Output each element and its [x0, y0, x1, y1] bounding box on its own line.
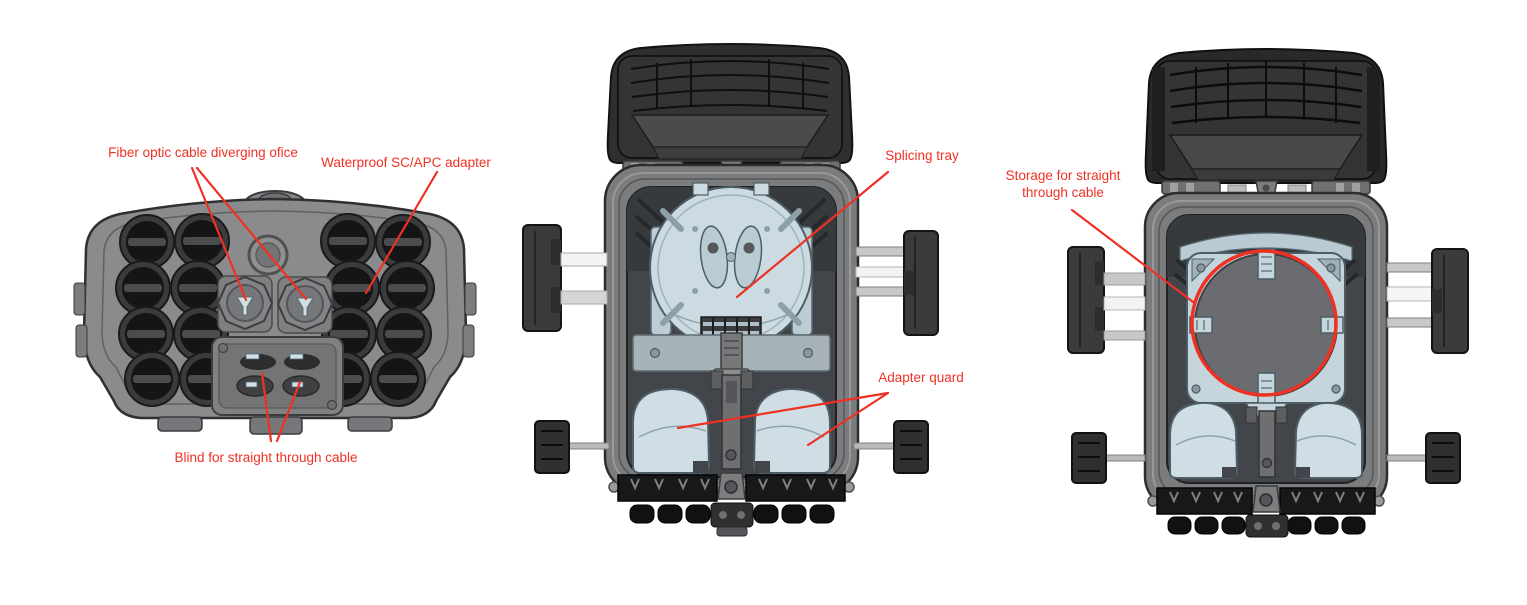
center-post — [1245, 406, 1288, 478]
closure-bottom-view-illustration — [73, 190, 477, 435]
open-lid — [1144, 48, 1388, 184]
adapter-guard-right — [1293, 401, 1363, 479]
label-storage-straight-through-cable: Storage for straight through cable — [1005, 168, 1121, 201]
label-adapter-guard: Adapter quard — [878, 370, 964, 385]
mount-bracket-lower-right — [1386, 432, 1461, 484]
adapter-guard-left — [1169, 401, 1239, 479]
label-splicing-tray: Splicing tray — [885, 148, 959, 163]
adapter-port-array — [115, 213, 435, 407]
center-port-hole — [247, 234, 289, 276]
mount-bracket-lower-right — [853, 420, 929, 474]
cable-gland-right — [276, 276, 334, 334]
mount-bracket-upper-right — [1386, 248, 1469, 354]
mount-bracket-upper-right — [855, 230, 939, 336]
closure-storage-view-illustration — [1067, 48, 1469, 538]
mount-bracket-upper-left — [1067, 246, 1146, 354]
label-blind-straight-through-cable: Blind for straight through cable — [174, 450, 358, 465]
bottom-cable-combs — [608, 472, 855, 537]
storage-plate — [1186, 248, 1346, 417]
adapter-guard-right — [752, 388, 831, 474]
mount-bracket-lower-left — [534, 420, 610, 474]
mount-bracket-lower-left — [1071, 432, 1146, 484]
open-lid — [606, 43, 854, 164]
blind-panel — [211, 336, 344, 416]
bottom-cable-combs — [1147, 485, 1385, 538]
mount-bracket-upper-left — [522, 224, 608, 332]
tray-shelf — [632, 332, 831, 379]
label-fiber-optic-diverging-office: Fiber optic cable diverging ofice — [108, 145, 298, 160]
adapter-guard-left — [632, 388, 711, 474]
closure-open-view-illustration — [522, 43, 939, 537]
label-waterproof-adapter: Waterproof SC/APC adapter — [321, 155, 491, 170]
cable-gland-left — [216, 275, 274, 333]
